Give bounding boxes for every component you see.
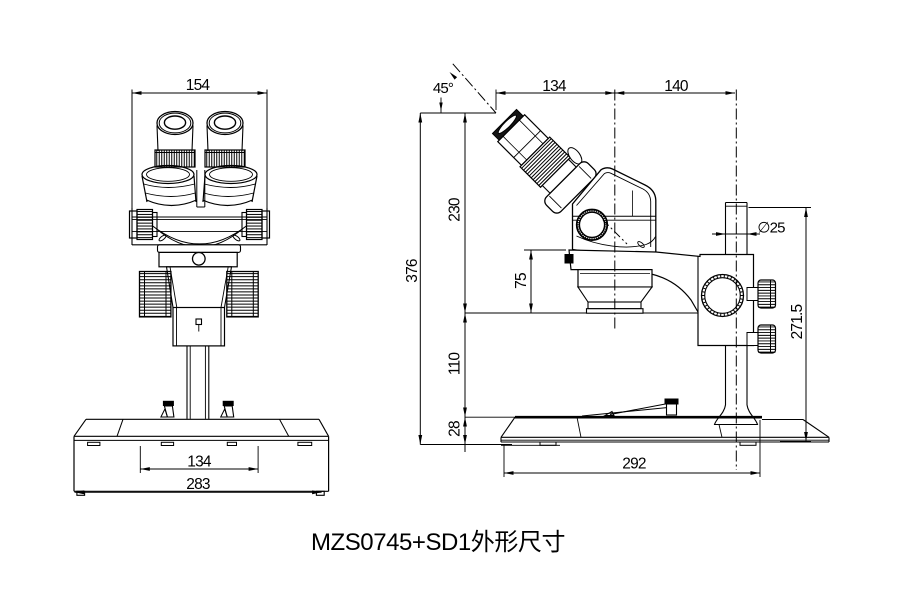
svg-text:45°: 45° [433, 80, 454, 97]
svg-text:376: 376 [404, 259, 421, 283]
svg-text:271.5: 271.5 [789, 304, 806, 339]
svg-text:283: 283 [186, 476, 210, 493]
svg-text:110: 110 [447, 352, 464, 375]
svg-text:140: 140 [664, 78, 689, 95]
svg-text:75: 75 [513, 273, 530, 289]
svg-text:292: 292 [622, 456, 646, 473]
svg-text:∅25: ∅25 [757, 220, 785, 237]
svg-text:134: 134 [187, 453, 212, 470]
svg-text:230: 230 [447, 197, 464, 222]
svg-text:154: 154 [186, 77, 211, 94]
svg-text:28: 28 [447, 421, 464, 437]
svg-text:MZS0745+SD1外形尺寸: MZS0745+SD1外形尺寸 [311, 529, 565, 556]
svg-text:134: 134 [542, 78, 567, 95]
